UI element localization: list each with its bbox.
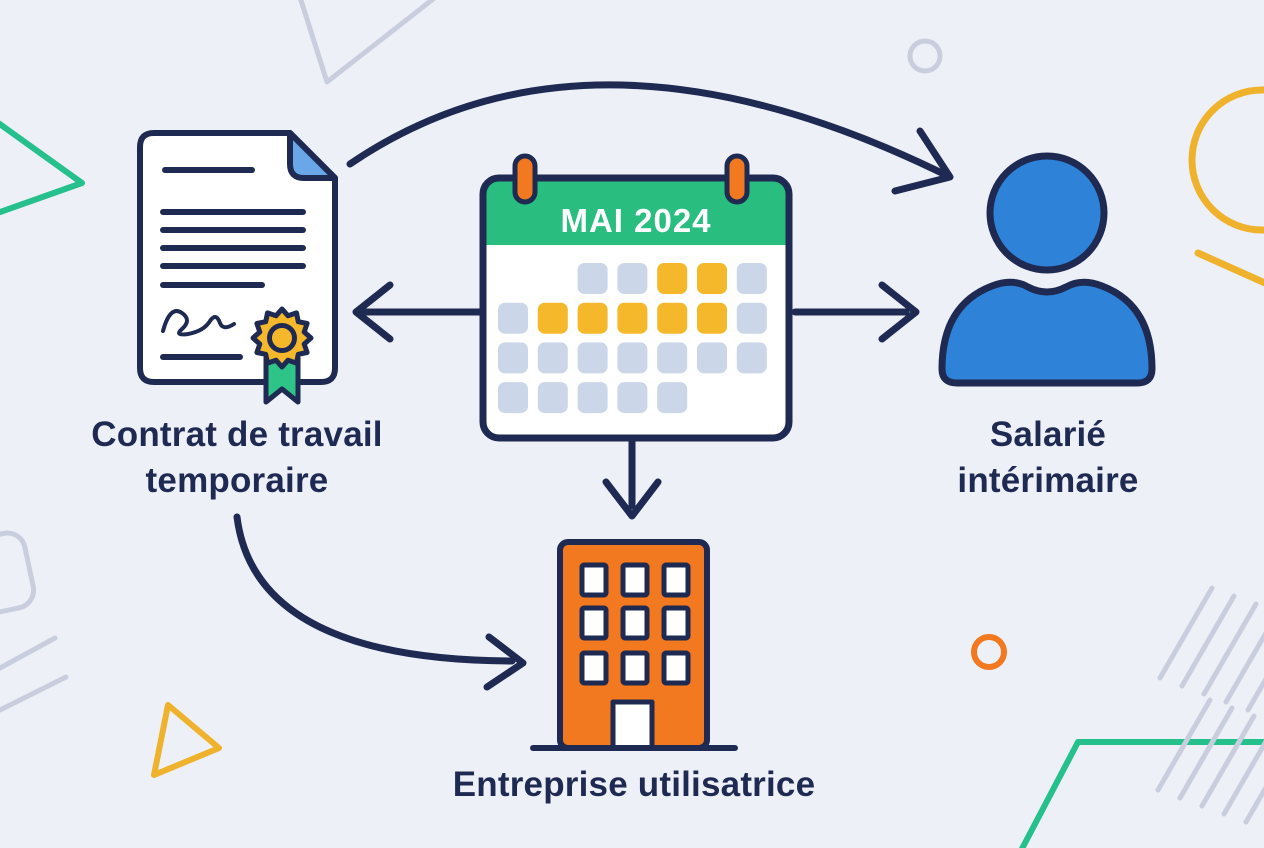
calendar-day-plain <box>617 263 648 294</box>
arrow-calendar-to-worker <box>791 281 920 343</box>
calendar-month-label: MAI 2024 <box>560 202 711 239</box>
calendar-day-plain <box>657 382 688 414</box>
calendar-day-highlight <box>617 302 648 334</box>
person-head <box>986 152 1108 274</box>
contract-label-line1: Contrat de travail <box>91 415 383 454</box>
seal-inner-circle <box>267 323 297 353</box>
company-label: Entreprise utilisatrice <box>434 762 834 808</box>
calendar-day-plain <box>736 302 767 334</box>
decor-lines-gray-icon <box>0 635 69 713</box>
signature-squiggle <box>161 309 236 337</box>
building-windows <box>579 562 691 686</box>
calendar-day-highlight <box>537 302 568 334</box>
arrow-calendar-to-contract <box>352 281 484 343</box>
decor-circle-gray-icon <box>907 38 943 74</box>
calendar-header <box>483 178 789 245</box>
calendar-day-plain <box>617 342 648 374</box>
calendar-day-highlight <box>577 302 608 334</box>
decor-rounded-square-icon <box>0 530 37 622</box>
person-icon <box>938 152 1156 387</box>
calendar-ring-left <box>512 153 538 205</box>
calendar-ring-right <box>724 153 750 205</box>
decor-circle-yellow-icon <box>1188 86 1264 234</box>
contract-label-line2: temporaire <box>145 461 329 500</box>
decor-triangle-green-icon <box>0 120 85 216</box>
calendar-day-plain <box>537 382 568 414</box>
calendar-day-plain <box>577 263 608 294</box>
document-fold-corner <box>287 130 338 181</box>
worker-label-line1: Salarié <box>989 415 1107 454</box>
calendar-day-plain <box>657 342 688 374</box>
calendar-day-plain <box>498 302 528 334</box>
arrow-contract-to-company <box>233 513 527 691</box>
contract-label: Contrat de travail temporaire <box>37 412 437 504</box>
building-door <box>610 699 655 751</box>
decor-polyline-green-icon <box>1019 739 1264 848</box>
decor-triangle-yellow-icon <box>151 702 222 778</box>
worker-label-line2: intérimaire <box>957 461 1139 500</box>
calendar-day-plain <box>736 342 767 374</box>
calendar-day-highlight <box>697 263 727 294</box>
calendar-day-highlight <box>697 302 727 334</box>
company-label-text: Entreprise utilisatrice <box>452 765 816 804</box>
calendar-day-plain <box>577 382 608 414</box>
person-body <box>938 278 1156 387</box>
document-seal-icon <box>137 130 338 405</box>
decor-hatch-gray-icon <box>1155 585 1264 825</box>
decor-circle-orange-icon <box>971 634 1007 670</box>
calendar-day-plain <box>736 263 767 294</box>
decor-triangle-gray-icon <box>298 0 436 85</box>
decor-line-yellow-icon <box>1194 249 1264 287</box>
document-text-lines <box>160 167 306 360</box>
arrow-calendar-to-company <box>602 438 662 520</box>
calendar-day-plain <box>498 342 528 374</box>
building-icon <box>530 539 738 751</box>
calendar-icon: MAI 2024 <box>479 153 793 442</box>
calendar-day-plain <box>498 382 528 414</box>
calendar-day-plain <box>577 342 608 374</box>
calendar-day-plain <box>537 342 568 374</box>
calendar-day-highlight <box>657 263 688 294</box>
calendar-day-grid <box>498 263 767 414</box>
arrow-contract-to-worker <box>346 81 954 195</box>
worker-label: Salarié intérimaire <box>848 412 1248 504</box>
calendar-day-plain <box>697 342 727 374</box>
calendar-day-plain <box>617 382 648 414</box>
calendar-border <box>479 174 793 442</box>
calendar-day-highlight <box>657 302 688 334</box>
